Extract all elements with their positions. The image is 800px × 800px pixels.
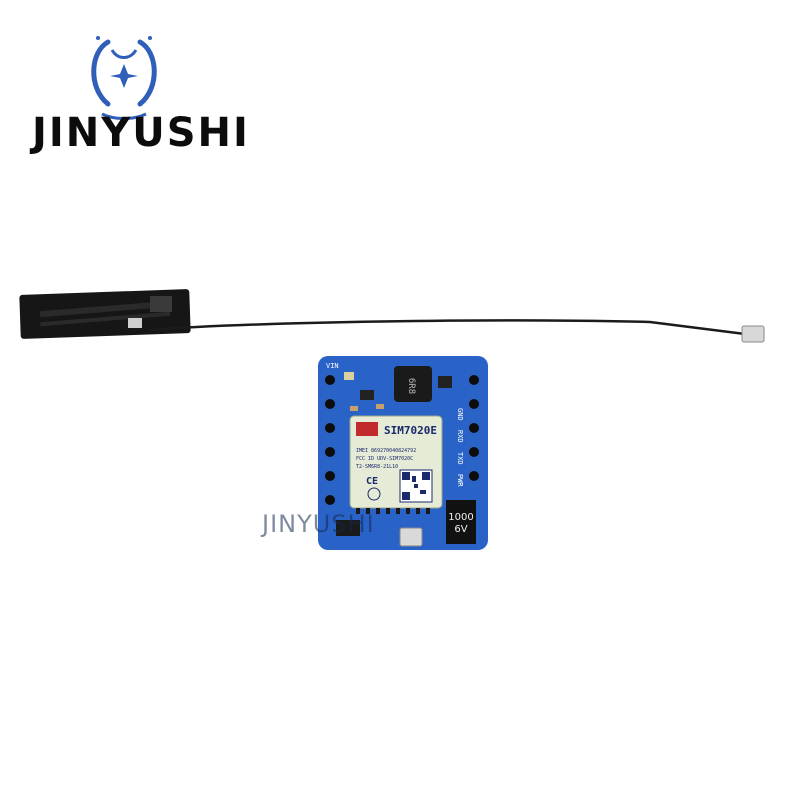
vin-label: VIN [326, 362, 339, 370]
module-fcc: FCC ID UDV-SIM7020C [356, 456, 413, 462]
capacitor-voltage: 6V [454, 524, 467, 535]
pin-label-rxd: RXD [456, 430, 464, 443]
ufl-connector [741, 325, 765, 343]
brand-watermark: JINYUSHI [262, 510, 375, 538]
brand-logo-icon [91, 36, 157, 120]
module-model: SIM7020E [384, 424, 437, 437]
sim-module: SIM7020E IMEI 869270040824792 FCC ID UDV… [349, 415, 443, 514]
module-date: T2-SM6R8-21L10 [356, 464, 398, 470]
module-ce-mark: CE [366, 476, 378, 487]
brand-name: JINYUSHI [32, 110, 250, 156]
board-ufl-connector [399, 527, 423, 547]
antenna-patch [19, 289, 191, 339]
antenna-cable [149, 319, 746, 336]
capacitor-value: 1000 [448, 512, 473, 523]
module-imei: IMEI 869270040824792 [356, 448, 416, 454]
pin-label-gnd: GND [456, 408, 464, 421]
pin-label-pwr: PWR [456, 474, 464, 487]
tantalum-capacitor: 1000 6V [446, 500, 476, 544]
pin-label-txd: TXD [456, 452, 464, 465]
inductor-marking: 6R8 [406, 378, 416, 394]
